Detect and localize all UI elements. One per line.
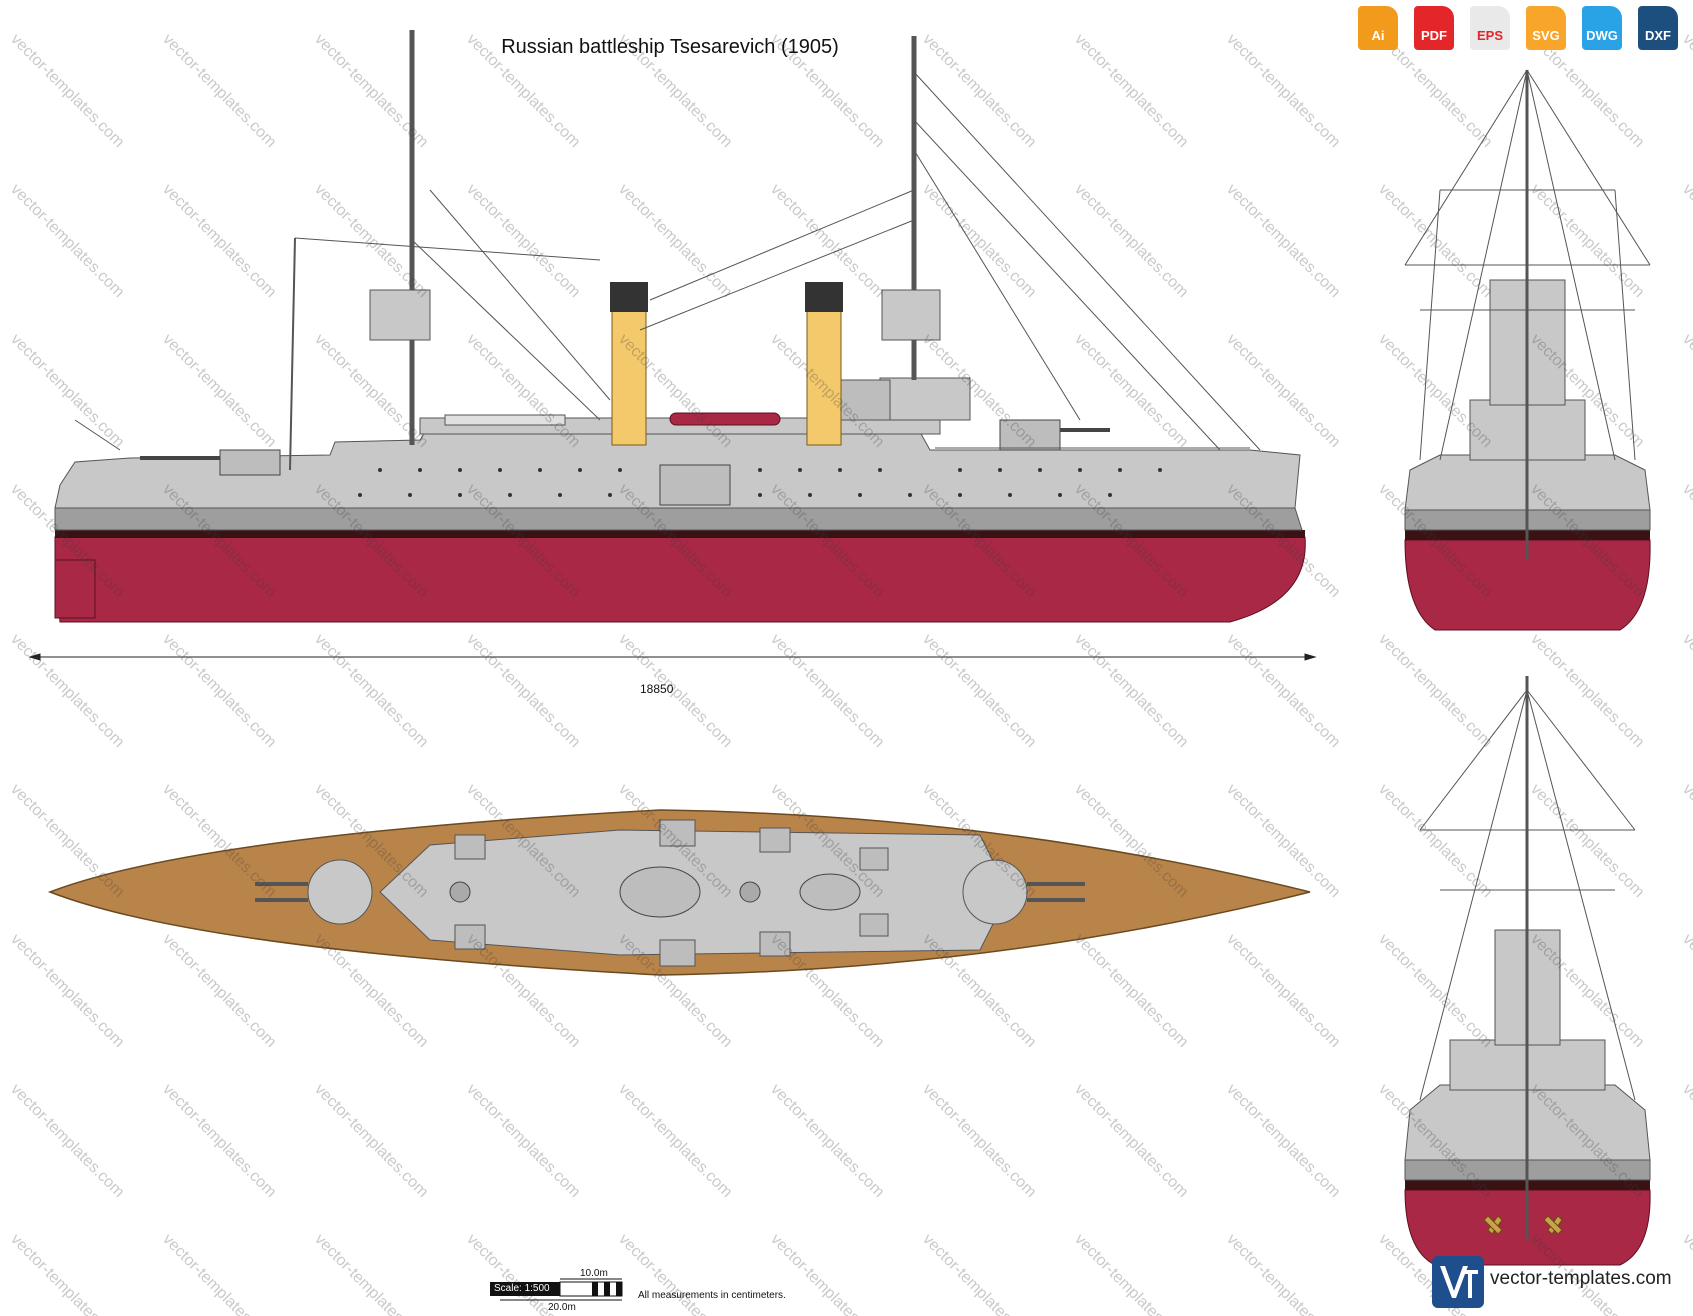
top-aft-turret <box>307 859 373 925</box>
watermark-text: vector-templates.com <box>7 631 127 751</box>
scale-bar <box>500 1278 623 1301</box>
file-icon <box>1414 6 1454 50</box>
watermark-text: vector-templates.com <box>1223 931 1343 1051</box>
file-icon <box>1638 6 1678 50</box>
watermark-text: vector-templates.com <box>1375 781 1495 901</box>
format-label: SVG <box>1532 28 1560 43</box>
watermark-text: vector-templates.com <box>7 1231 127 1316</box>
format-label: EPS <box>1476 28 1503 43</box>
watermark-text: vector-templates.com <box>7 181 127 301</box>
watermark-text: vector-templates.com <box>919 631 1039 751</box>
watermark-text: vector-templates.com <box>159 181 279 301</box>
file-icon <box>1526 6 1566 50</box>
bow-view <box>1404 676 1651 1266</box>
watermark-text: vector-templates.com <box>159 331 279 451</box>
side-hull <box>54 536 1306 623</box>
watermark-text: vector-templates.com <box>1071 1081 1191 1201</box>
watermark-text: vector-templates.com <box>1527 781 1647 901</box>
watermark-text: vector-templates.com <box>615 631 735 751</box>
length-dimension-label: 18850 <box>640 682 674 696</box>
watermark-text: vector-templates.com <box>1375 181 1495 301</box>
watermark-text: vector-templates.com <box>1071 631 1191 751</box>
side-portholes <box>358 468 1162 497</box>
watermark-text: vector-templates.com <box>1223 181 1343 301</box>
watermark-text: vector-templates.com <box>767 1081 887 1201</box>
watermark-text: vector-templates.com <box>1223 331 1343 451</box>
watermark-text: vector-templates.com <box>1679 31 1693 151</box>
format-label: Ai <box>1371 28 1385 43</box>
watermark-text: vector-templates.com <box>463 631 583 751</box>
top-fore-turret <box>962 859 1028 925</box>
watermark-text: vector-templates.com <box>1679 331 1693 451</box>
watermark-text: vector-templates.com <box>7 331 127 451</box>
scale-label: Scale: 1:500 <box>490 1282 560 1296</box>
watermark-text: vector-templates.com <box>159 1231 279 1316</box>
watermark-text: vector-templates.com <box>767 631 887 751</box>
brand-name: vector-templates.com <box>1490 1268 1672 1289</box>
measurement-note: All measurements in centimeters. <box>638 1290 786 1301</box>
watermark-text: vector-templates.com <box>767 1231 887 1316</box>
watermark-text: vector-templates.com <box>311 631 431 751</box>
watermark-text: vector-templates.com <box>7 781 127 901</box>
page-title: Russian battleship Tsesarevich (1905) <box>501 36 839 58</box>
format-icon-eps[interactable]: EPS <box>1470 6 1510 50</box>
watermark-text: vector-templates.com <box>1223 1081 1343 1201</box>
scale-large-label: 20.0m <box>548 1302 576 1313</box>
side-aft-turret <box>219 449 281 476</box>
format-label: DXF <box>1645 28 1671 43</box>
watermark-text: vector-templates.com <box>311 1231 431 1316</box>
brand-logo-icon <box>1432 1256 1484 1308</box>
watermark-text: vector-templates.com <box>159 1081 279 1201</box>
watermark-text: vector-templates.com <box>1375 331 1495 451</box>
format-icon-dwg[interactable]: DWG <box>1582 6 1622 50</box>
watermark-text: vector-templates.com <box>615 1081 735 1201</box>
format-icon-ai[interactable]: Ai <box>1358 6 1398 50</box>
format-label: DWG <box>1586 28 1618 43</box>
side-view <box>54 30 1306 623</box>
file-icon <box>1470 6 1510 50</box>
watermark-text: vector-templates.com <box>1679 631 1693 751</box>
watermark-text: vector-templates.com <box>919 181 1039 301</box>
stern-view <box>1404 69 1651 631</box>
format-label: PDF <box>1421 28 1447 43</box>
watermark-text: vector-templates.com <box>1071 181 1191 301</box>
side-aft-funnel <box>611 304 647 446</box>
file-icon <box>1358 6 1398 50</box>
watermark-text: vector-templates.com <box>311 1081 431 1201</box>
top-view <box>47 809 1311 976</box>
side-boot-topping <box>55 530 1305 538</box>
length-dimension-line <box>28 653 1317 661</box>
watermark-text: vector-templates.com <box>159 931 279 1051</box>
watermark-text: vector-templates.com <box>1375 931 1495 1051</box>
watermark-text: vector-templates.com <box>1375 631 1495 751</box>
watermark-text: vector-templates.com <box>615 1231 735 1316</box>
watermark-text: vector-templates.com <box>7 931 127 1051</box>
side-fore-turret <box>999 419 1061 451</box>
scale-small-label: 10.0m <box>580 1268 608 1279</box>
watermark-text: vector-templates.com <box>1679 1231 1693 1316</box>
watermark-text: vector-templates.com <box>1223 1231 1343 1316</box>
watermark-text: vector-templates.com <box>1679 481 1693 601</box>
watermark-text: vector-templates.com <box>1679 781 1693 901</box>
watermark-text: vector-templates.com <box>1527 631 1647 751</box>
file-icon <box>1582 6 1622 50</box>
format-icon-svg[interactable]: SVG <box>1526 6 1566 50</box>
watermark-text: vector-templates.com <box>1679 1081 1693 1201</box>
format-icon-dxf[interactable]: DXF <box>1638 6 1678 50</box>
watermark-text: vector-templates.com <box>1679 181 1693 301</box>
watermark-text: vector-templates.com <box>159 631 279 751</box>
watermark-text: vector-templates.com <box>7 1081 127 1201</box>
watermark-text: vector-templates.com <box>463 1081 583 1201</box>
watermark-text: vector-templates.com <box>1679 931 1693 1051</box>
watermark-text: vector-templates.com <box>1071 931 1191 1051</box>
watermark-text: vector-templates.com <box>1223 631 1343 751</box>
watermark-text: vector-templates.com <box>463 181 583 301</box>
watermark-text: vector-templates.com <box>919 1081 1039 1201</box>
watermark-text: vector-templates.com <box>919 1231 1039 1316</box>
watermark-text: vector-templates.com <box>1071 1231 1191 1316</box>
watermark-text: vector-templates.com <box>1071 331 1191 451</box>
format-icon-pdf[interactable]: PDF <box>1414 6 1454 50</box>
